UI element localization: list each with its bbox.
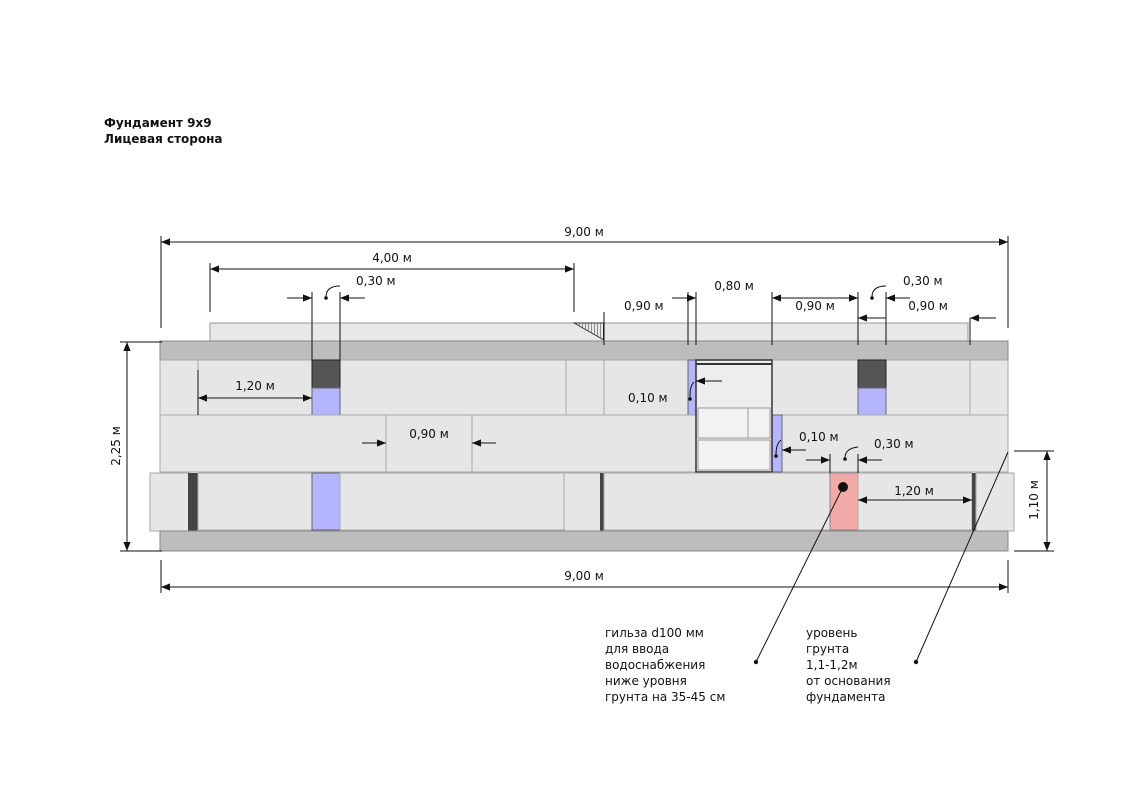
block-row3-5 bbox=[603, 472, 831, 531]
note-ground-line: уровень bbox=[806, 626, 857, 640]
leader-dot-sleeve-dim bbox=[843, 457, 847, 461]
block-row1-3 bbox=[339, 359, 567, 416]
opening-panel-2 bbox=[697, 439, 771, 471]
bottom-slab bbox=[159, 530, 1009, 552]
gap-blue-1 bbox=[687, 359, 697, 416]
leader-dot-ground bbox=[913, 659, 919, 665]
vent-left-top bbox=[311, 359, 341, 389]
dim-height-total: 2,25 м bbox=[109, 426, 123, 466]
block-row2-2 bbox=[385, 414, 473, 473]
vent-right-top bbox=[857, 359, 887, 389]
dimension-lines bbox=[120, 236, 1054, 663]
note-sleeve-line: водоснабжения bbox=[605, 658, 705, 672]
dim-0-90-b: 0,90 м bbox=[795, 299, 835, 313]
block-row1-4 bbox=[565, 359, 605, 416]
leader-dot-gap-a bbox=[688, 397, 692, 401]
vent-right-bottom bbox=[857, 387, 887, 416]
block-row1-8 bbox=[969, 359, 1009, 416]
note-ground-line: грунта bbox=[806, 642, 849, 656]
dim-0-90-mid: 0,90 м bbox=[409, 427, 449, 441]
note-ground-line: фундамента bbox=[806, 690, 885, 704]
leader-dot-gap-b bbox=[774, 454, 778, 458]
dim-0-10-a: 0,10 м bbox=[628, 391, 668, 405]
block-row2-4 bbox=[781, 414, 1009, 473]
dim-0-90-c: 0,90 м bbox=[908, 299, 948, 313]
dim-0-10-b: 0,10 м bbox=[799, 430, 839, 444]
leader-dot-sleeve bbox=[753, 659, 759, 665]
vent-left-bottom bbox=[311, 387, 341, 416]
dim-1-20-left: 1,20 м bbox=[235, 379, 275, 393]
dim-0-30-sleeve: 0,30 м bbox=[874, 437, 914, 451]
block-row1-2 bbox=[197, 359, 313, 416]
title-line-2: Лицевая сторона bbox=[104, 132, 223, 146]
note-ground-line: 1,1-1,2м bbox=[806, 658, 858, 672]
block-row3-6 bbox=[857, 472, 973, 531]
block-row1-5 bbox=[603, 359, 689, 416]
note-ground-line: от основания bbox=[806, 674, 891, 688]
note-ground: уровень грунта 1,1-1,2м от основания фун… bbox=[806, 626, 891, 704]
block-row2-1 bbox=[159, 414, 387, 473]
block-row1-7 bbox=[885, 359, 971, 416]
block-row3-1 bbox=[149, 472, 191, 532]
note-sleeve: гильза d100 мм для ввода водоснабжения н… bbox=[605, 626, 725, 704]
block-row1-6 bbox=[771, 359, 859, 416]
dim-1-20-right: 1,20 м bbox=[894, 484, 934, 498]
block-row3-3 bbox=[339, 472, 565, 531]
vent-bottom-left bbox=[311, 472, 341, 531]
sleeve-block bbox=[829, 472, 859, 531]
leader-dot-vent-right bbox=[870, 296, 874, 300]
block-row3-4 bbox=[563, 472, 603, 532]
leader-dot-vent-left bbox=[324, 296, 328, 300]
dim-0-80: 0,80 м bbox=[714, 279, 754, 293]
note-sleeve-line: гильза d100 мм bbox=[605, 626, 704, 640]
note-sleeve-line: ниже уровня bbox=[605, 674, 687, 688]
block-row3-2 bbox=[197, 472, 313, 531]
note-sleeve-line: грунта на 35-45 см bbox=[605, 690, 725, 704]
dim-vent-right: 0,30 м bbox=[903, 274, 943, 288]
title-line-1: Фундамент 9х9 bbox=[104, 116, 212, 130]
block-row1-1 bbox=[159, 359, 199, 416]
opening-panel-3 bbox=[747, 407, 771, 439]
dim-vent-left: 0,30 м bbox=[356, 274, 396, 288]
gap-blue-2 bbox=[771, 414, 783, 473]
dim-total-bottom: 9,00 м bbox=[564, 569, 604, 583]
dim-4-00: 4,00 м bbox=[372, 251, 412, 265]
note-sleeve-line: для ввода bbox=[605, 642, 669, 656]
block-row3-1-edge bbox=[188, 473, 198, 531]
opening-panel-1 bbox=[697, 407, 749, 439]
block-row3-4-edge bbox=[600, 473, 604, 531]
dimension-labels: 9,00 м 4,00 м 0,30 м 0,90 м 0,80 м 0,90 … bbox=[109, 225, 1041, 583]
block-row2-3 bbox=[471, 414, 697, 473]
top-slab bbox=[159, 340, 1009, 361]
dim-0-90-a: 0,90 м bbox=[624, 299, 664, 313]
block-row3-7-edge bbox=[972, 473, 976, 531]
dim-height-ground: 1,10 м bbox=[1027, 480, 1041, 520]
dim-total-top: 9,00 м bbox=[564, 225, 604, 239]
foundation-structure bbox=[149, 322, 1015, 552]
